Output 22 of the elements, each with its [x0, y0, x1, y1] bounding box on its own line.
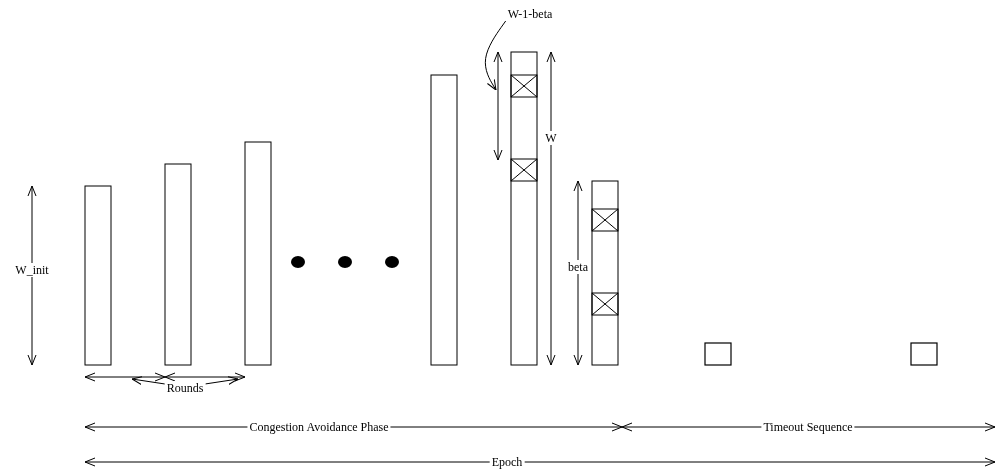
phase-label: Congestion Avoidance Phase: [247, 420, 391, 434]
leader-arrow: [484, 20, 507, 91]
bar: [84, 185, 112, 366]
epoch-label: Epoch: [489, 455, 525, 469]
bar: [164, 163, 192, 366]
window-bar: [510, 51, 538, 366]
phase-label: Timeout Sequence: [761, 420, 855, 434]
leader-arrow: [131, 376, 166, 385]
dimension-label: W_init: [13, 263, 51, 277]
annotation-text: W-1-beta: [505, 7, 555, 21]
bar: [244, 141, 272, 366]
dimension-label: W: [543, 131, 559, 145]
square-box: [910, 342, 938, 366]
dimension-line: [493, 51, 503, 161]
square-box: [704, 342, 732, 366]
bar: [430, 74, 458, 366]
dimension-label: beta: [566, 260, 590, 274]
annotation-text: Rounds: [164, 381, 206, 395]
dimension-line: [84, 372, 166, 382]
window-bar: [591, 180, 619, 366]
dimension-line: [164, 372, 246, 382]
leader-arrow: [204, 376, 239, 385]
